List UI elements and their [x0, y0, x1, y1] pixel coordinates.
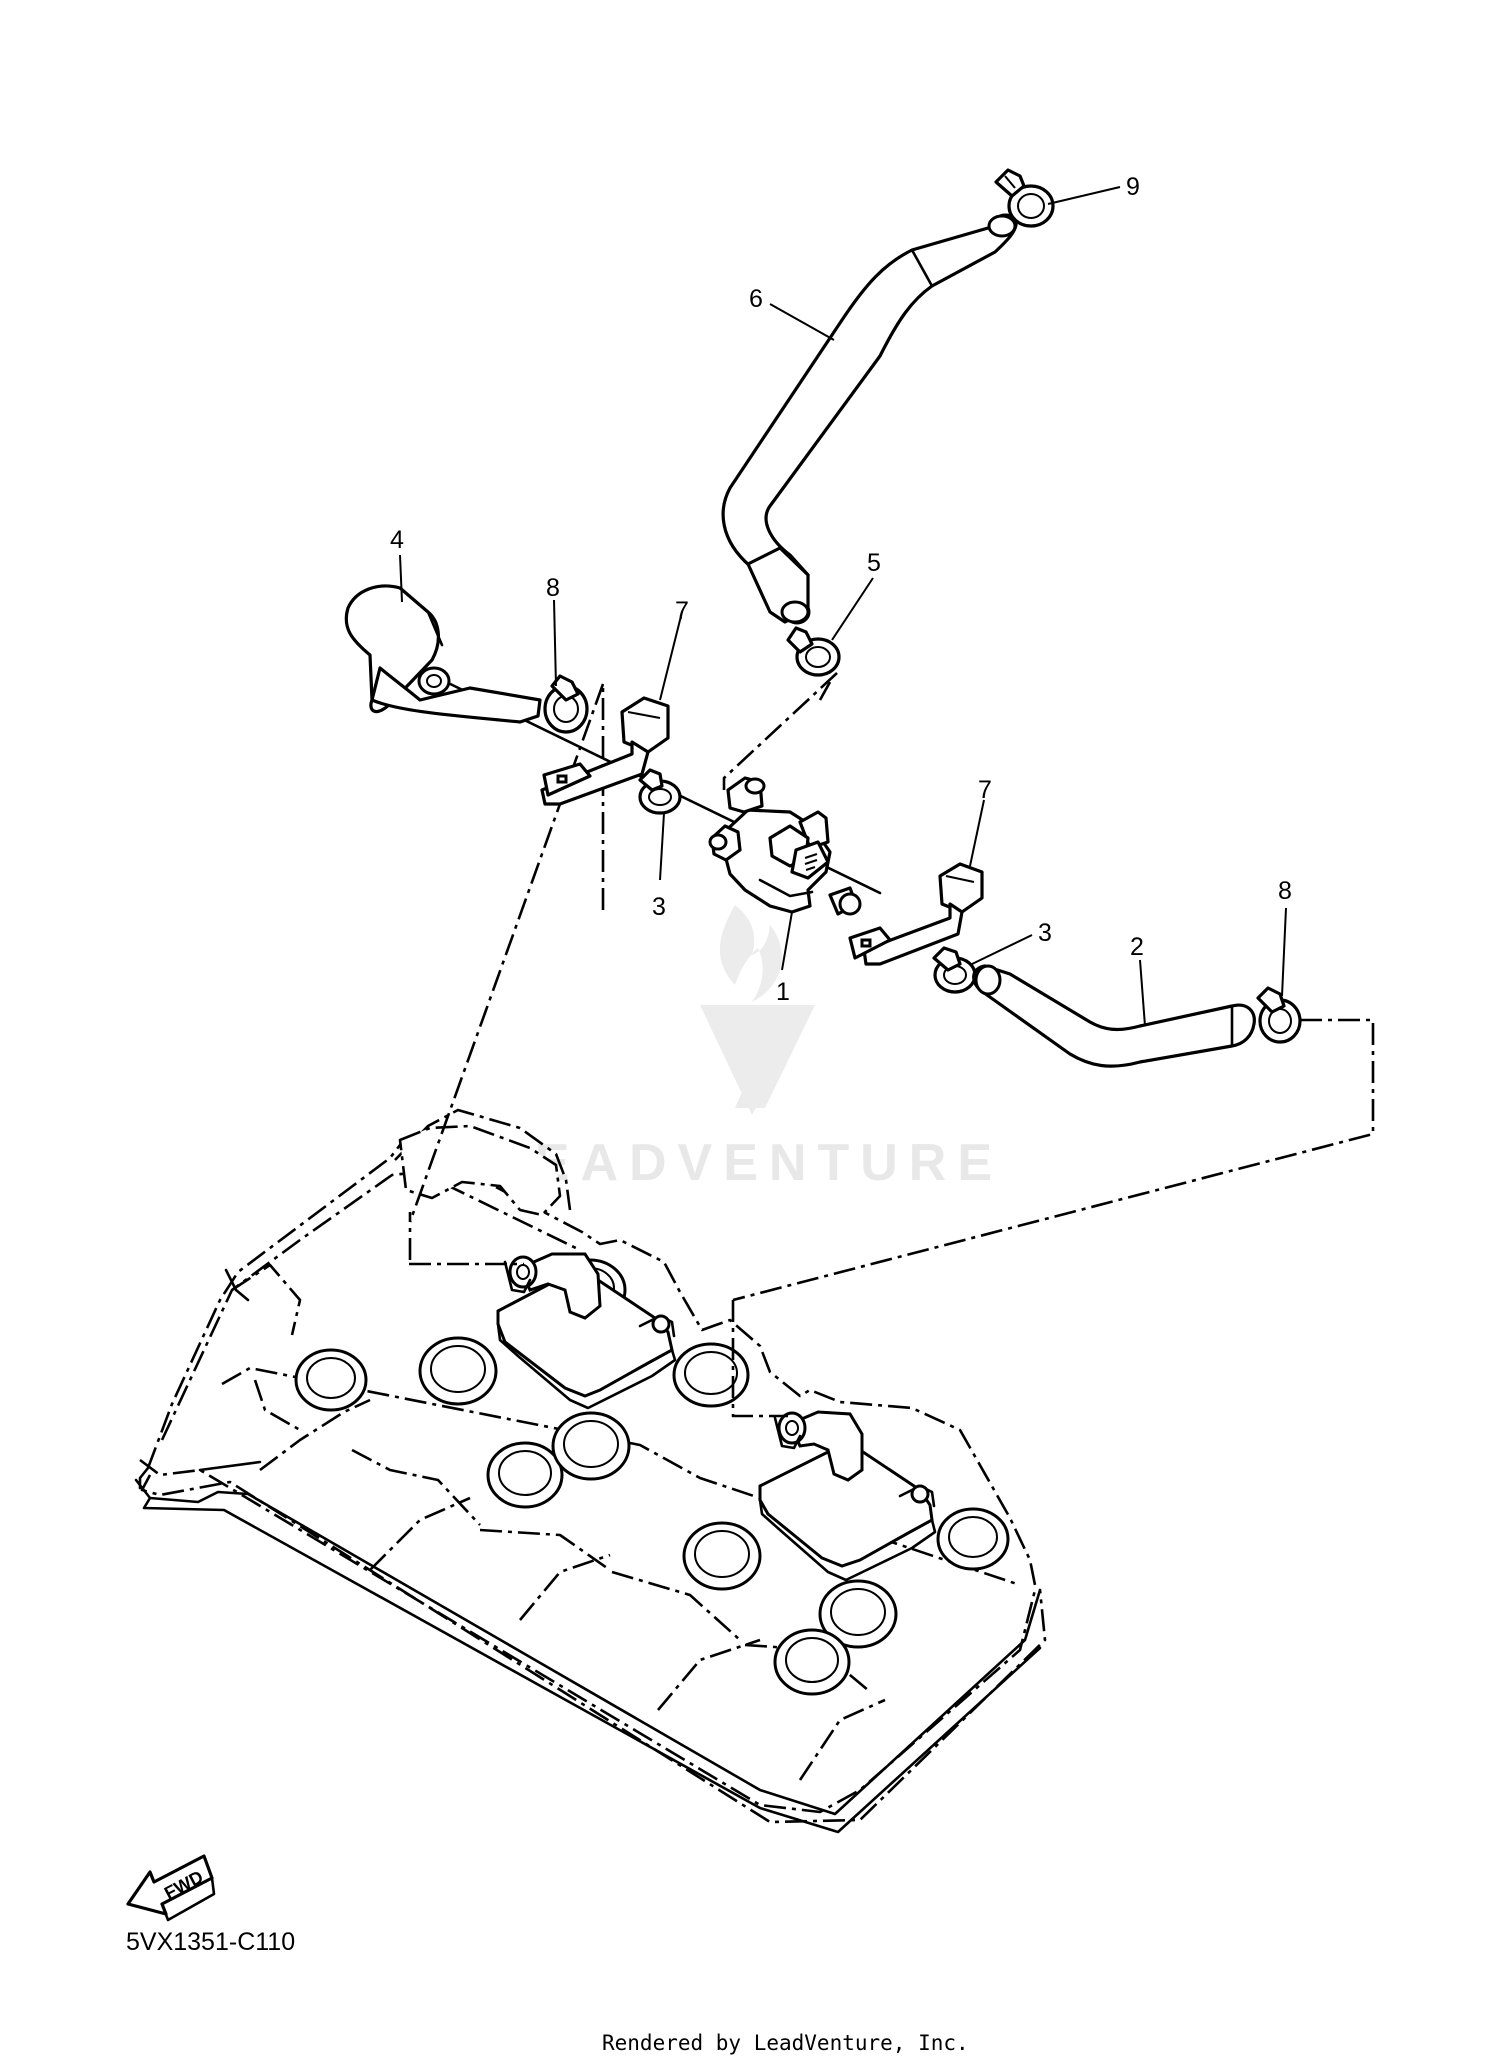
callout-label-3-left: 3 [652, 893, 666, 921]
air-cut-valve-1 [708, 776, 862, 916]
clamp-5 [786, 626, 841, 677]
spark-plug-boss-11 [773, 1628, 851, 1696]
watermark-text: LEADVENTURE [492, 1134, 1003, 1192]
spark-plug-boss-8 [682, 1521, 762, 1591]
callout-label-7-right: 7 [978, 776, 992, 804]
render-credit: Rendered by LeadVenture, Inc. [602, 2031, 969, 2055]
clamp-3-right [932, 946, 977, 994]
bracket-7-right [848, 862, 984, 966]
callout-label-2: 2 [1130, 933, 1144, 961]
clamp-8-left [543, 674, 589, 734]
reference-code: 5VX1351-C110 [126, 1928, 295, 1956]
spark-plug-boss-7 [672, 1342, 750, 1408]
callout-label-5: 5 [867, 549, 881, 577]
reed-valve-cover-2 [758, 1440, 937, 1582]
leadventure-watermark: LEADVENTURE [492, 905, 1003, 1192]
reed-valve-pipe-2 [773, 1410, 864, 1482]
watermark-logo-icon [700, 905, 815, 1115]
fwd-arrow-icon: FWD [126, 1854, 216, 1922]
spark-plug-boss-5 [486, 1441, 564, 1509]
reed-valve-cover-1 [496, 1266, 677, 1410]
hose-4 [344, 584, 542, 724]
cylinder-head-cover [134, 1108, 1047, 1834]
callout-label-1: 1 [776, 978, 790, 1006]
callout-label-8-right: 8 [1278, 877, 1292, 905]
hose-2 [972, 964, 1256, 1068]
spark-plug-boss-10 [818, 1579, 898, 1649]
callout-label-6: 6 [749, 285, 763, 313]
spark-plug-boss-2 [418, 1336, 498, 1406]
spark-plug-boss-1 [294, 1348, 368, 1412]
callout-label-4: 4 [390, 526, 404, 554]
bracket-7-left [540, 696, 670, 806]
hose-6 [721, 213, 1018, 625]
callout-label-7-left: 7 [675, 597, 689, 625]
spark-plug-boss-6 [551, 1411, 631, 1481]
callout-label-8-left: 8 [546, 574, 560, 602]
callouts: 1 2 3 3 4 5 6 7 7 8 8 9 [390, 173, 1292, 1027]
callout-label-9: 9 [1126, 173, 1140, 201]
clamp-9 [994, 168, 1055, 228]
clamp-8-right [1256, 986, 1302, 1044]
callout-label-3-right: 3 [1038, 919, 1052, 947]
spark-plug-boss-9 [936, 1507, 1010, 1571]
clamp-3-left [638, 768, 682, 815]
